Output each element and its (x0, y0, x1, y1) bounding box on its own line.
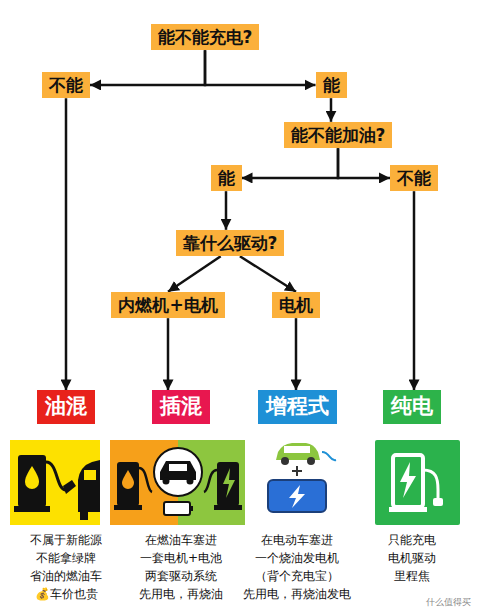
power-bank (268, 480, 326, 512)
note-text: 先用电，再烧油 (139, 586, 223, 602)
box-text: 内燃机+电机 (118, 295, 217, 315)
panel-ground (10, 440, 100, 525)
car-window (284, 446, 310, 453)
charger-base (389, 507, 427, 512)
flow-arrow (242, 148, 339, 178)
flow-arrow (240, 256, 296, 292)
car-icon (276, 443, 320, 460)
note-text: 里程焦 (394, 568, 430, 584)
box-text: 油混 (45, 394, 87, 419)
box-text: 不能 (49, 75, 83, 95)
flow-arrow (330, 98, 333, 122)
flow-arrow (167, 318, 170, 390)
battery-tip (190, 506, 193, 511)
watermark: 什么值得买 (426, 594, 471, 610)
bolt (289, 485, 305, 508)
flow-arrow (168, 256, 221, 292)
decision-box: 靠什么驱动? (176, 230, 285, 256)
flow-arrow (225, 191, 228, 230)
decision-box: 不能 (390, 165, 438, 191)
fuel-nozzle (63, 480, 76, 494)
note-text: 电机驱动 (388, 550, 436, 566)
category-box: 纯电 (383, 390, 441, 423)
note-text: 一个烧油发电机 (255, 550, 339, 566)
fuel-drop (25, 466, 39, 489)
box-text: 不能 (397, 168, 431, 188)
decision-box: 能 (211, 165, 242, 191)
phev-panel (110, 440, 245, 525)
note-text: （背个充电宝） (255, 568, 339, 584)
decision-box: 能不能充电? (151, 24, 260, 50)
pump-base (14, 506, 50, 512)
box-text: 能不能加油? (291, 125, 386, 145)
charger-base (214, 505, 242, 510)
flow-arrow (90, 50, 205, 85)
car-badge (154, 448, 202, 496)
decision-box: 电机 (272, 292, 320, 318)
flow-arrow (205, 50, 316, 85)
charger-body (217, 462, 239, 506)
flow-arrow (413, 191, 416, 390)
pump-base (114, 505, 142, 510)
box-text: 电机 (279, 295, 313, 315)
note-text: 先用电，再烧油发电 (243, 586, 351, 602)
car-wheel (80, 512, 88, 520)
box-text: 能 (218, 168, 235, 188)
charge-cable (322, 452, 336, 460)
note-text: 只能充电 (388, 532, 436, 548)
battery-icon (164, 502, 190, 515)
note-text: 两套驱动系统 (145, 568, 217, 584)
panel-ground (375, 440, 460, 525)
box-text: 靠什么驱动? (183, 233, 278, 253)
box-text: 能 (323, 75, 340, 95)
note-text: 不能拿绿牌 (36, 550, 96, 566)
ev-panel (375, 440, 460, 525)
note-text: 💰车价也贵 (35, 586, 98, 602)
charge-cable (204, 470, 217, 492)
note-text: 在燃油车塞进 (145, 532, 217, 548)
plug (433, 498, 443, 506)
bolt (400, 462, 416, 498)
category-box: 油混 (37, 390, 95, 423)
box-text: 纯电 (391, 394, 433, 419)
note-text: 省油的燃油车 (30, 568, 102, 584)
note-text: 不属于新能源 (30, 532, 102, 548)
decision-box: 能 (316, 72, 347, 98)
decision-box: 不能 (42, 72, 90, 98)
flow-arrow (338, 148, 390, 178)
charger-body (393, 455, 423, 507)
flow-arrow (295, 318, 298, 390)
fuel-hose (139, 468, 152, 492)
pump-body (18, 455, 46, 507)
fuel-drop (122, 470, 134, 489)
car-window (84, 470, 96, 480)
car-window (169, 464, 187, 471)
car-wheel (281, 457, 289, 465)
car-rear (78, 460, 100, 512)
box-text: 插混 (160, 394, 202, 419)
note-text: 一套电机+电池 (140, 550, 222, 566)
flow-arrow (65, 98, 68, 390)
charge-cable (423, 470, 438, 500)
category-box: 插混 (152, 390, 210, 423)
pump-body (117, 462, 139, 506)
car-wheel (187, 478, 194, 485)
fuel-hose (46, 462, 66, 490)
decision-box: 内燃机+电机 (111, 292, 224, 318)
plus-sign (292, 470, 302, 472)
box-text: 能不能充电? (158, 27, 253, 47)
fuel-panel (10, 440, 100, 525)
category-box: 增程式 (258, 390, 337, 423)
car-icon (160, 461, 196, 480)
car-wheel (307, 457, 315, 465)
box-text: 增程式 (266, 394, 329, 419)
decision-box: 能不能加油? (284, 122, 393, 148)
car-wheel (163, 478, 170, 485)
erev-illustration (268, 443, 336, 512)
note-text: 在电动车塞进 (261, 532, 333, 548)
bolt (223, 468, 235, 498)
